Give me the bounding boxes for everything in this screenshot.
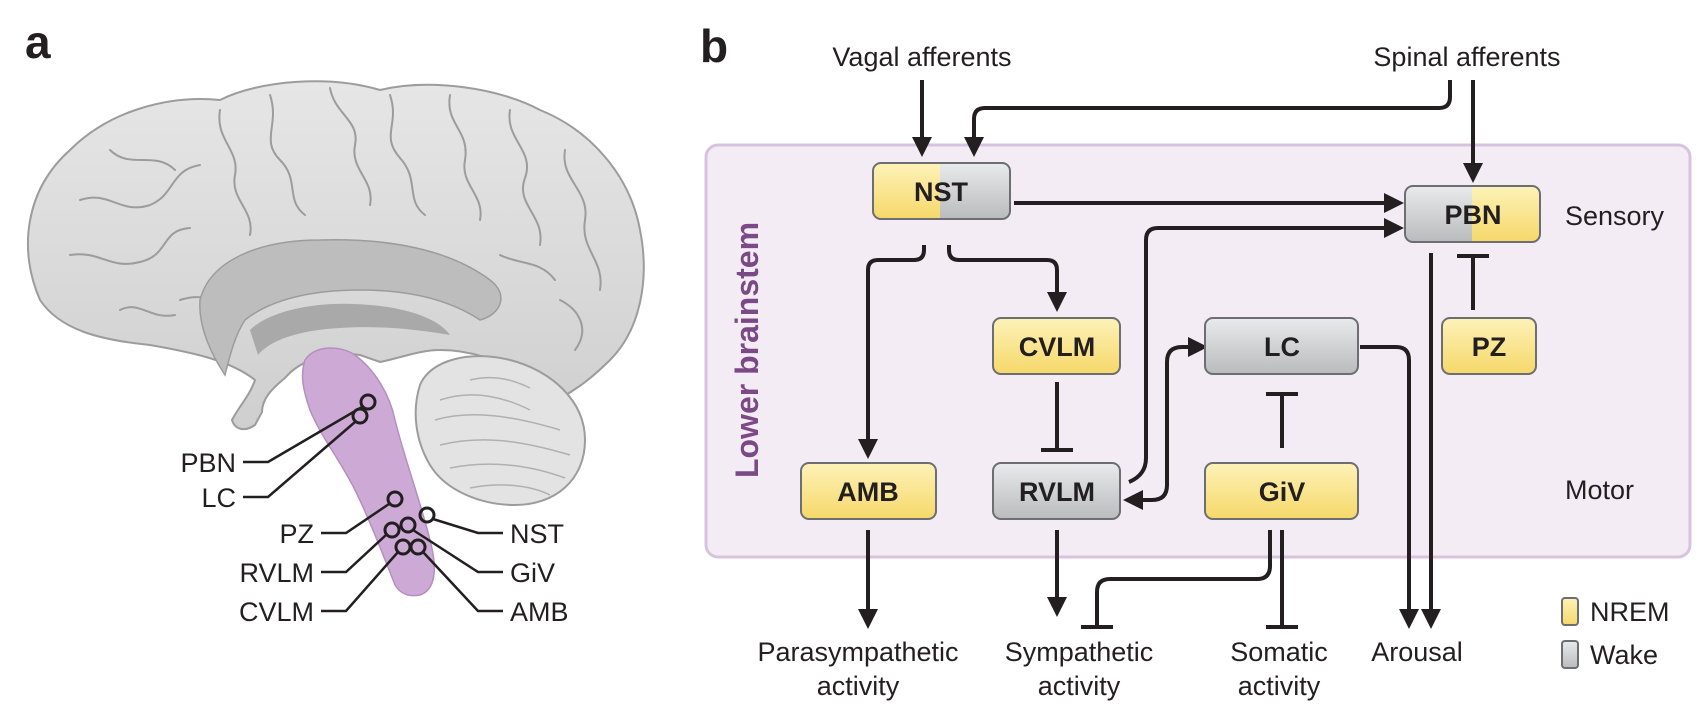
connections xyxy=(858,80,1489,629)
output-sympathetic-line1: Sympathetic xyxy=(1005,637,1154,667)
edge-spinal-nst xyxy=(964,80,1452,157)
node-pbn: PBN xyxy=(1404,185,1541,243)
node-pbn-label: PBN xyxy=(1444,200,1501,230)
edge-giv-sympathetic xyxy=(1095,530,1272,625)
motor-label: Motor xyxy=(1565,475,1634,505)
node-lc-label: LC xyxy=(1264,332,1300,362)
node-amb-label: AMB xyxy=(837,477,899,507)
label-a-pz: PZ xyxy=(279,519,314,549)
output-arousal: Arousal xyxy=(1371,637,1463,667)
label-a-cvlm: CVLM xyxy=(239,597,314,627)
vagal-afferents-label: Vagal afferents xyxy=(832,42,1011,72)
node-rvlm-label: RVLM xyxy=(1019,477,1095,507)
spinal-afferents-label: Spinal afferents xyxy=(1373,42,1560,72)
marker-rvlm xyxy=(383,521,401,539)
gyri xyxy=(69,87,602,351)
node-nst-label: NST xyxy=(914,177,969,207)
node-rvlm: RVLM xyxy=(992,462,1121,520)
edge-nst-amb xyxy=(858,245,926,459)
output-parasympathetic-line2: activity xyxy=(817,671,900,701)
marker-nst xyxy=(418,506,436,524)
node-lc: LC xyxy=(1204,317,1359,375)
brainstem xyxy=(301,347,436,597)
legend-nrem-label: NREM xyxy=(1590,597,1670,627)
label-a-amb: AMB xyxy=(510,597,569,627)
label-a-lc: LC xyxy=(201,483,236,513)
label-a-pbn: PBN xyxy=(180,448,236,478)
node-giv-label: GiV xyxy=(1259,477,1306,507)
edge-rvlm-lc xyxy=(1123,337,1208,510)
marker-amb xyxy=(409,538,427,556)
leader-lines xyxy=(243,405,503,613)
corpus-callosum xyxy=(199,239,502,377)
node-pz-label: PZ xyxy=(1472,332,1507,362)
marker-pz xyxy=(386,490,404,508)
node-giv: GiV xyxy=(1204,462,1359,520)
legend-wake-swatch xyxy=(1561,640,1579,669)
legend-wake-label: Wake xyxy=(1590,640,1658,670)
legend: NREM Wake xyxy=(1561,597,1670,670)
nuclei-markers xyxy=(351,393,436,556)
cerebellum xyxy=(414,355,587,507)
output-somatic-line2: activity xyxy=(1238,671,1321,701)
output-parasympathetic-line1: Parasympathetic xyxy=(757,637,958,667)
region-title: Lower brainstem xyxy=(729,222,765,478)
edge-lc-arousal xyxy=(1360,345,1419,629)
brain-illustration: PBN LC PZ RVLM CVLM NST GiV AMB xyxy=(26,80,645,627)
panel-a-letter: a xyxy=(25,16,51,68)
label-a-nst: NST xyxy=(510,519,564,549)
nodes: NST PBN CVLM LC PZ AMB xyxy=(800,162,1541,520)
label-a-rvlm: RVLM xyxy=(239,558,314,588)
output-sympathetic-line2: activity xyxy=(1038,671,1121,701)
legend-nrem-swatch xyxy=(1561,597,1579,626)
node-pz: PZ xyxy=(1441,317,1537,375)
marker-pbn xyxy=(359,393,377,411)
output-somatic-line1: Somatic xyxy=(1230,637,1328,667)
panel-b-letter: b xyxy=(700,20,728,72)
marker-giv xyxy=(399,516,417,534)
label-a-giv: GiV xyxy=(510,558,555,588)
node-cvlm-label: CVLM xyxy=(1019,332,1096,362)
node-nst: NST xyxy=(872,162,1011,220)
edge-nst-cvlm xyxy=(947,245,1067,312)
sensory-label: Sensory xyxy=(1565,201,1665,231)
node-amb: AMB xyxy=(800,462,937,520)
node-cvlm: CVLM xyxy=(992,317,1121,375)
outputs: Parasympathetic activity Sympathetic act… xyxy=(757,637,1462,701)
